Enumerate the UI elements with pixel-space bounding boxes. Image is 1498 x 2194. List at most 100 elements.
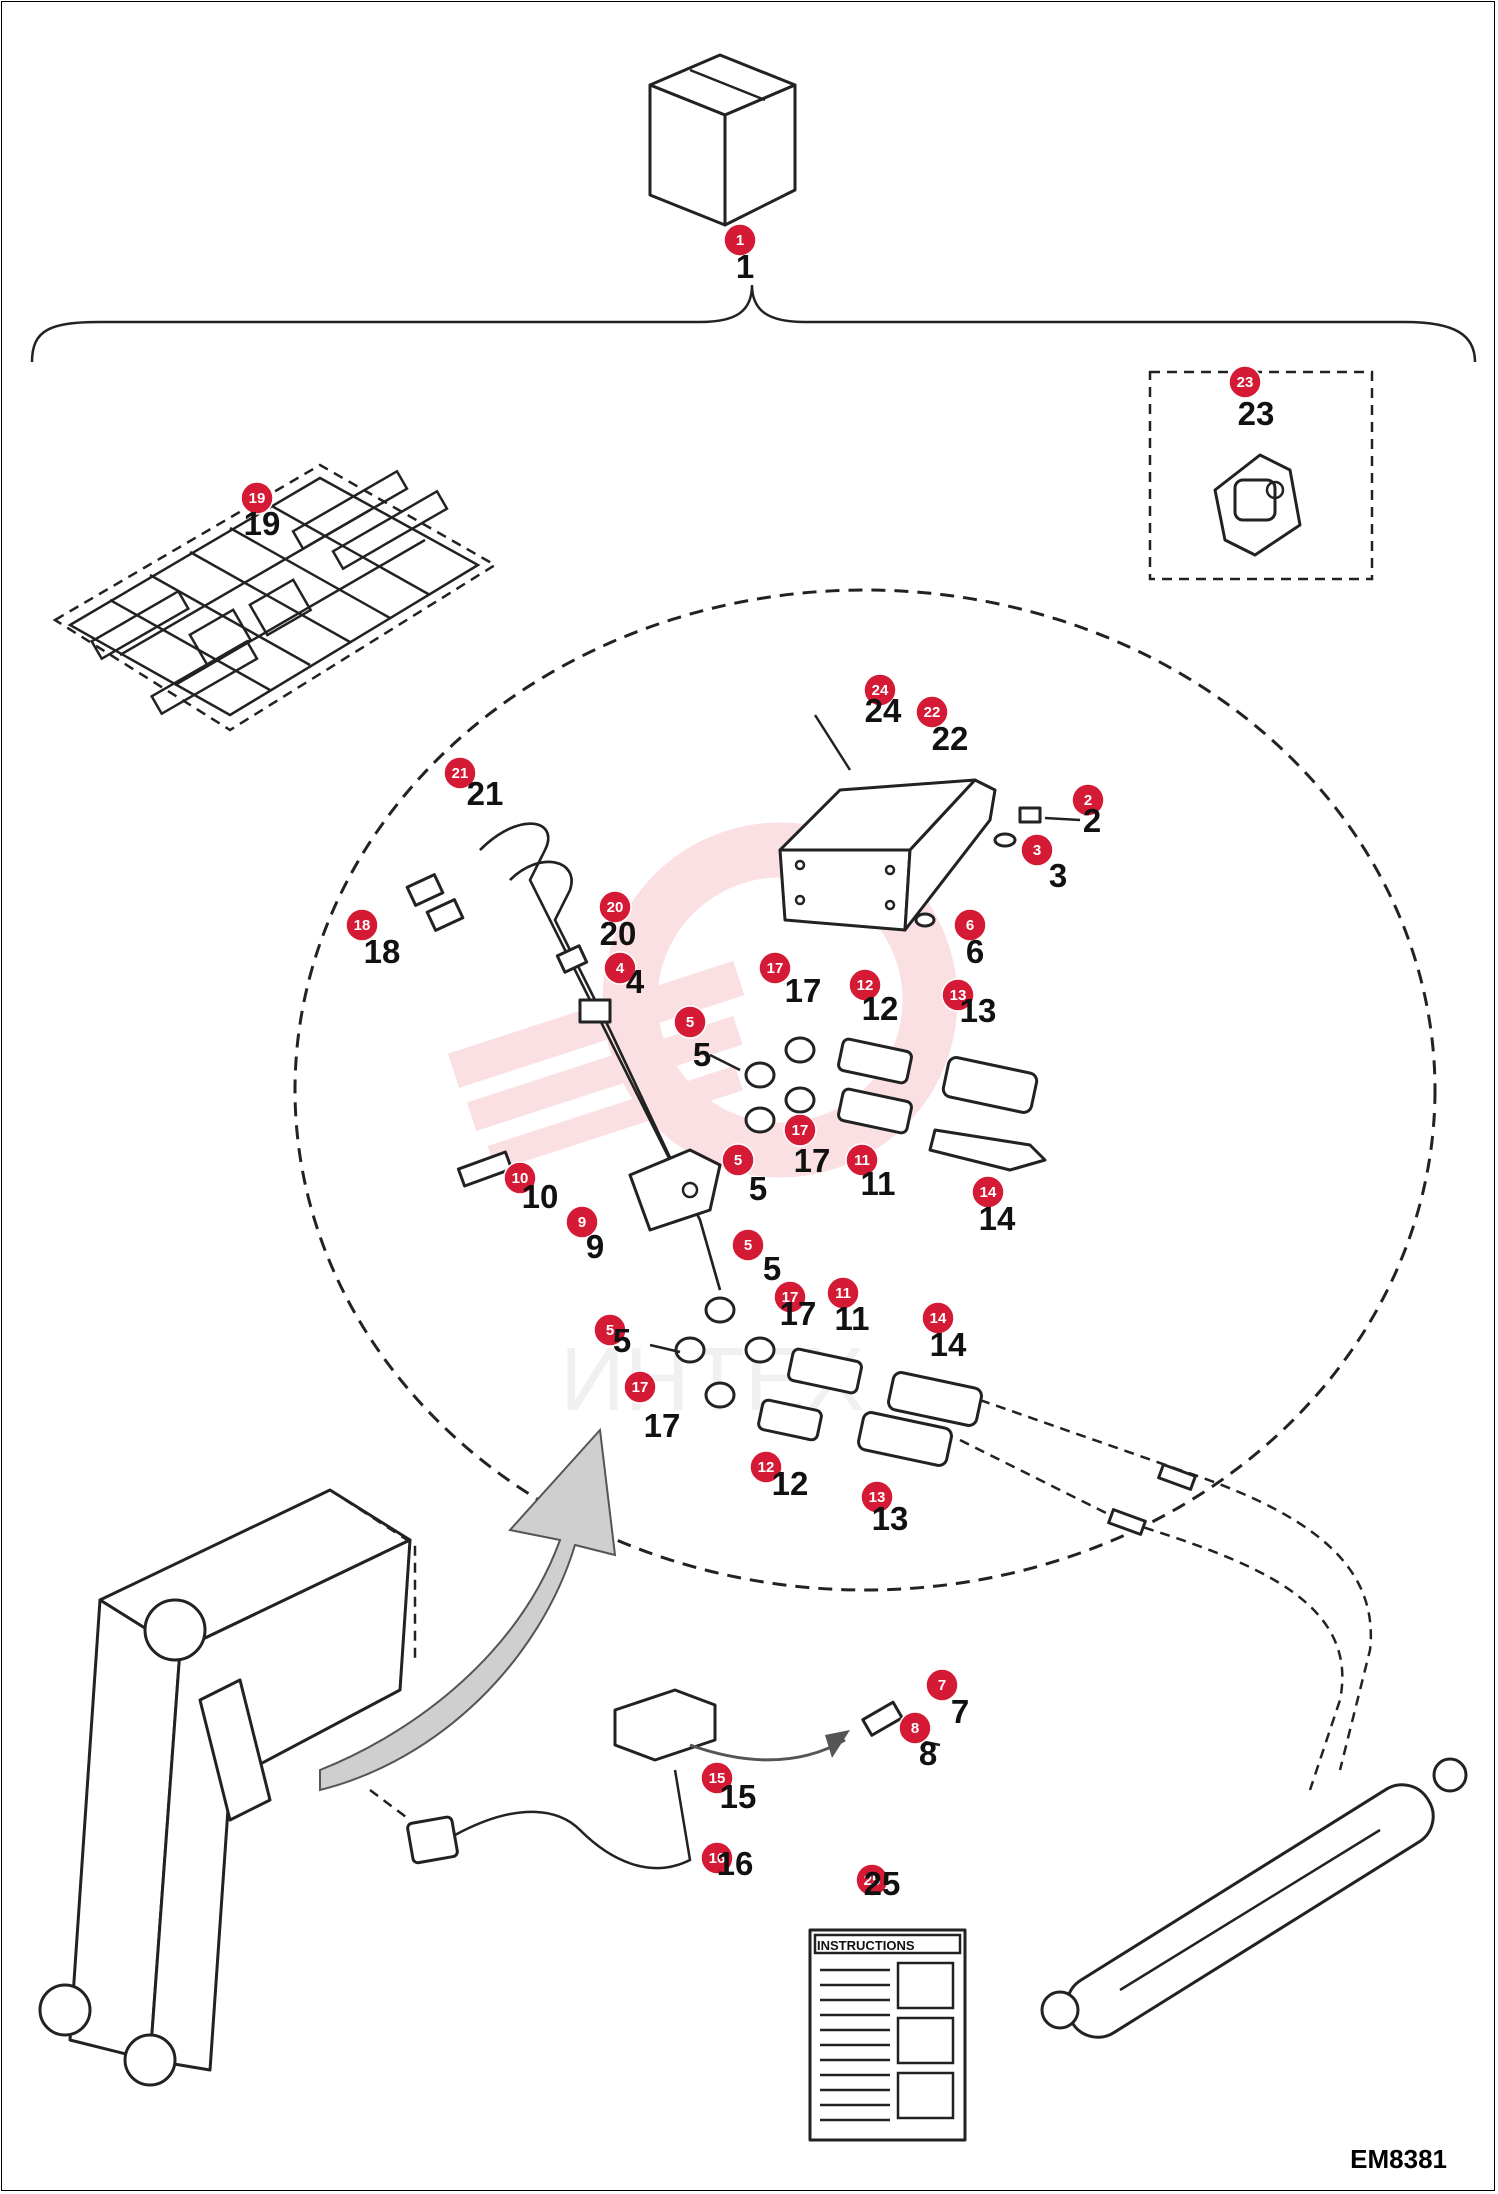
- marker-12a[interactable]: 12: [848, 968, 882, 1002]
- marker-5d[interactable]: 5: [593, 1313, 627, 1347]
- marker-5b[interactable]: 5: [721, 1143, 755, 1177]
- svg-text:14: 14: [930, 1310, 947, 1327]
- marker-6[interactable]: 6: [953, 908, 987, 942]
- marker-10[interactable]: 10: [503, 1161, 537, 1195]
- svg-text:5: 5: [744, 1237, 752, 1254]
- marker-13a[interactable]: 13: [941, 978, 975, 1012]
- marker-8[interactable]: 8: [898, 1711, 932, 1745]
- svg-text:12: 12: [857, 977, 874, 994]
- marker-15[interactable]: 15: [700, 1761, 734, 1795]
- callouts: 1 1 2 2 3 3 4 4 5 5 5 5 5 5 5 5 6 6 7 7 …: [240, 223, 1274, 1902]
- leader-lines: [649, 816, 1081, 1747]
- label-18: 18: [364, 933, 401, 970]
- marker-23[interactable]: 23: [1228, 365, 1262, 399]
- label-17b: 17: [794, 1142, 831, 1179]
- svg-text:10: 10: [512, 1170, 529, 1187]
- marker-16[interactable]: 16: [700, 1841, 734, 1875]
- label-1: 1: [736, 248, 754, 285]
- marker-1[interactable]: 1: [723, 223, 757, 257]
- loader-arm: [38, 1488, 417, 2087]
- svg-text:16: 16: [709, 1850, 726, 1867]
- hoses: [959, 1398, 1373, 1791]
- label-20: 20: [600, 915, 637, 952]
- svg-text:12: 12: [758, 1459, 775, 1476]
- svg-text:18: 18: [354, 917, 371, 934]
- pin: [813, 714, 852, 771]
- label-4: 4: [626, 963, 645, 1000]
- svg-text:11: 11: [835, 1285, 851, 1302]
- marker-14a[interactable]: 14: [971, 1175, 1005, 1209]
- item-23-box: [1148, 370, 1374, 581]
- kit-box: [648, 53, 797, 227]
- marker-25[interactable]: 25: [855, 1863, 889, 1897]
- detail-circle: [293, 588, 1437, 1592]
- decal-sheet: [52, 463, 498, 732]
- marker-3[interactable]: 3: [1020, 833, 1054, 867]
- marker-17c[interactable]: 17: [773, 1280, 807, 1314]
- svg-text:3: 3: [1033, 842, 1041, 859]
- marker-19[interactable]: 19: [240, 481, 274, 515]
- upper-couplers: [744, 1036, 1047, 1172]
- marker-20[interactable]: 20: [598, 890, 632, 924]
- diagram-code: EM8381: [1350, 2144, 1447, 2174]
- label-13b: 13: [872, 1500, 909, 1537]
- label-5b: 5: [749, 1170, 767, 1207]
- svg-text:17: 17: [792, 1122, 809, 1139]
- switch-part: [1213, 453, 1302, 557]
- zoom-arrow: [319, 1427, 617, 1792]
- marker-5c[interactable]: 5: [731, 1228, 765, 1262]
- label-5c: 5: [763, 1250, 781, 1287]
- label-17d: 17: [644, 1407, 681, 1444]
- instructions-doc: INSTRUCTIONS: [808, 1928, 967, 2142]
- label-5d: 5: [613, 1322, 631, 1359]
- marker-9[interactable]: 9: [565, 1205, 599, 1239]
- marker-22[interactable]: 22: [915, 695, 949, 729]
- marker-14b[interactable]: 14: [921, 1301, 955, 1335]
- marker-7[interactable]: 7: [925, 1668, 959, 1702]
- svg-text:5: 5: [734, 1152, 742, 1169]
- label-17c: 17: [780, 1295, 817, 1332]
- label-10: 10: [522, 1178, 559, 1215]
- svg-text:8: 8: [911, 1720, 919, 1737]
- label-6: 6: [966, 933, 984, 970]
- svg-text:17: 17: [782, 1289, 799, 1306]
- marker-11b[interactable]: 11: [826, 1276, 860, 1310]
- label-12a: 12: [862, 990, 899, 1027]
- label-15: 15: [720, 1778, 757, 1815]
- label-22: 22: [932, 720, 969, 757]
- marker-4[interactable]: 4: [603, 951, 637, 985]
- marker-13b[interactable]: 13: [860, 1480, 894, 1514]
- label-9: 9: [586, 1228, 604, 1265]
- marker-17a[interactable]: 17: [758, 951, 792, 985]
- svg-text:1: 1: [736, 232, 744, 249]
- svg-text:14: 14: [980, 1184, 997, 1201]
- bracket: [778, 778, 997, 932]
- svg-text:21: 21: [452, 765, 469, 782]
- marker-11a[interactable]: 11: [845, 1143, 879, 1177]
- marker-2[interactable]: 2: [1071, 783, 1105, 817]
- marker-12b[interactable]: 12: [749, 1450, 783, 1484]
- svg-text:5: 5: [686, 1014, 694, 1031]
- harness: [369, 1688, 904, 1870]
- label-17a: 17: [785, 972, 822, 1009]
- marker-18[interactable]: 18: [345, 908, 379, 942]
- label-21: 21: [467, 775, 504, 812]
- hardware: [914, 806, 1042, 928]
- label-24: 24: [865, 692, 902, 729]
- marker-17d[interactable]: 17: [623, 1370, 657, 1404]
- marker-17b[interactable]: 17: [783, 1113, 817, 1147]
- instructions-label: INSTRUCTIONS: [817, 1938, 915, 1953]
- marker-24[interactable]: 24: [863, 673, 897, 707]
- marker-21[interactable]: 21: [443, 756, 477, 790]
- label-14a: 14: [979, 1200, 1016, 1237]
- label-13a: 13: [960, 992, 997, 1029]
- label-11b: 11: [835, 1300, 870, 1337]
- label-11a: 11: [861, 1165, 896, 1202]
- valve-block: [456, 1148, 722, 1232]
- lower-couplers: [674, 1296, 983, 1467]
- svg-text:15: 15: [709, 1770, 726, 1787]
- label-5a: 5: [693, 1036, 711, 1073]
- tubes: [405, 822, 722, 1291]
- marker-5a[interactable]: 5: [673, 1005, 707, 1039]
